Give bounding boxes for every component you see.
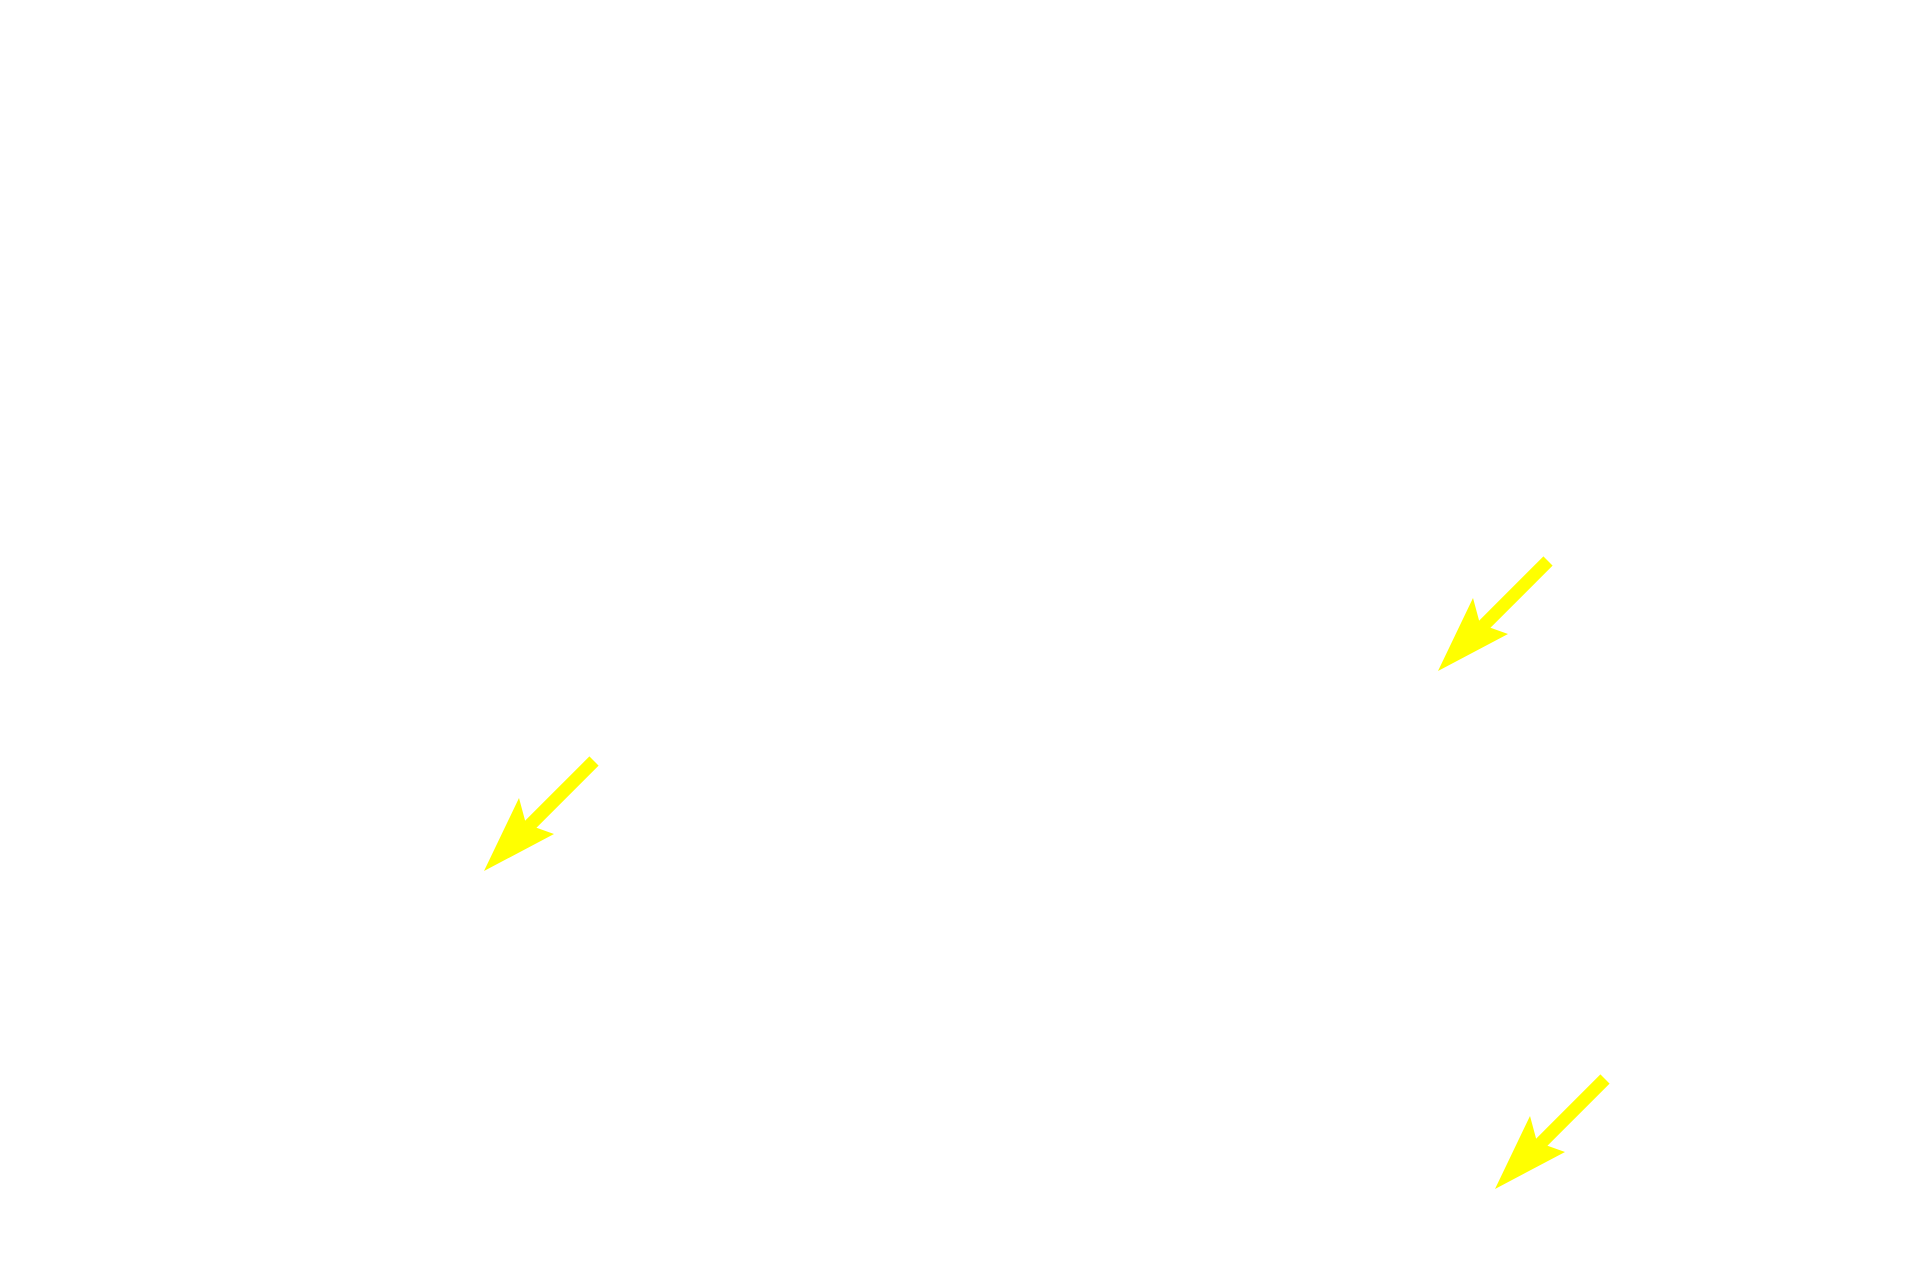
arrow-down-left-icon: [1495, 1074, 1610, 1189]
arrow-down-left-icon: [484, 756, 599, 871]
arrow-down-left-icon: [1438, 556, 1553, 671]
